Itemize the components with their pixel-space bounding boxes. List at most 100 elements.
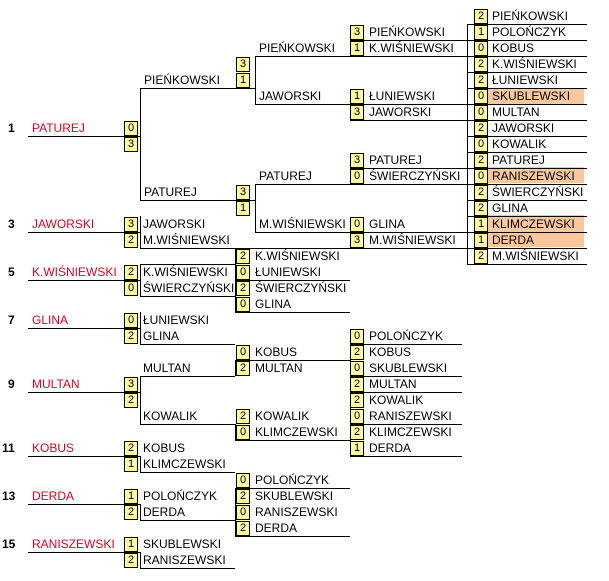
player-name: SKUBLEWSKI bbox=[492, 89, 571, 103]
score-box: 0 bbox=[474, 105, 488, 120]
score-box: 2 bbox=[236, 489, 250, 504]
line bbox=[140, 312, 141, 344]
score-box: 2 bbox=[124, 233, 138, 248]
line bbox=[467, 152, 587, 153]
line bbox=[140, 568, 235, 569]
player-name: PIEŃKOWSKI bbox=[369, 25, 446, 39]
player-name: KOBUS bbox=[492, 41, 535, 55]
player-name: KOWALIK bbox=[255, 409, 310, 423]
score-box: 0 bbox=[474, 169, 488, 184]
score-box: 2 bbox=[350, 425, 364, 440]
player-name: KOBUS bbox=[369, 345, 412, 359]
line bbox=[350, 248, 467, 249]
player-name: KLIMCZEWSKI bbox=[369, 425, 452, 439]
line bbox=[28, 136, 140, 137]
player-name: RANISZEWSKI bbox=[255, 505, 338, 519]
line bbox=[467, 216, 587, 217]
score-box: 3 bbox=[350, 153, 364, 168]
score-box: 2 bbox=[236, 361, 250, 376]
player-name: KOWALIK bbox=[143, 409, 198, 423]
seed-name: KOBUS bbox=[32, 441, 75, 455]
line bbox=[350, 376, 462, 377]
line bbox=[350, 184, 467, 185]
player-name: DERDA bbox=[143, 505, 186, 519]
line bbox=[140, 552, 141, 568]
line bbox=[467, 200, 587, 201]
player-name: PIEŃKOWSKI bbox=[144, 73, 221, 87]
player-name: SKUBLEWSKI bbox=[369, 361, 448, 375]
score-box: 0 bbox=[350, 169, 364, 184]
line bbox=[350, 232, 467, 233]
score-box: 1 bbox=[124, 537, 138, 552]
score-box: 0 bbox=[124, 121, 138, 136]
line bbox=[235, 536, 350, 537]
player-name: GLINA bbox=[369, 217, 406, 231]
score-box: 3 bbox=[350, 233, 364, 248]
score-box: 1 bbox=[124, 457, 138, 472]
player-name: ŚWIERCZYŃSKI bbox=[369, 169, 461, 183]
score-box: 0 bbox=[236, 345, 250, 360]
score-box: 1 bbox=[350, 41, 364, 56]
line bbox=[350, 392, 351, 424]
line bbox=[350, 456, 462, 457]
player-name: KOWALIK bbox=[369, 393, 424, 407]
player-name: M.WIŚNIEWSKI bbox=[143, 233, 230, 247]
line bbox=[140, 472, 235, 473]
line bbox=[467, 248, 468, 264]
player-name: MULTAN bbox=[492, 105, 540, 119]
score-box: 2 bbox=[124, 441, 138, 456]
player-name: ŁUNIEWSKI bbox=[143, 313, 210, 327]
player-name: GLINA bbox=[492, 201, 529, 215]
line bbox=[467, 184, 587, 185]
score-box: 2 bbox=[474, 201, 488, 216]
line bbox=[350, 168, 467, 169]
player-name: KOBUS bbox=[255, 345, 298, 359]
score-box: 2 bbox=[236, 281, 250, 296]
score-box: 2 bbox=[236, 521, 250, 536]
highlight-skublewski bbox=[488, 88, 584, 104]
line bbox=[28, 232, 140, 233]
player-name: PATUREJ bbox=[259, 169, 312, 183]
line bbox=[140, 520, 235, 521]
player-name: K.WIŚNIEWSKI bbox=[492, 57, 577, 71]
player-name: PATUREJ bbox=[492, 153, 545, 167]
line bbox=[140, 504, 141, 520]
seed-name: MULTAN bbox=[32, 377, 80, 391]
line bbox=[235, 440, 350, 441]
player-name: MULTAN bbox=[143, 361, 191, 375]
line bbox=[140, 376, 235, 377]
line bbox=[235, 360, 236, 376]
player-name: DERDA bbox=[255, 521, 298, 535]
line bbox=[255, 104, 350, 105]
place-number: 11 bbox=[2, 441, 15, 455]
score-box: 2 bbox=[124, 505, 138, 520]
line bbox=[140, 248, 235, 249]
player-name: ŚWIERCZYŃSKI bbox=[143, 281, 235, 295]
score-box: 1 bbox=[350, 441, 364, 456]
score-box: 2 bbox=[474, 9, 488, 24]
player-name: SKUBLEWSKI bbox=[143, 537, 222, 551]
line bbox=[467, 40, 587, 41]
line bbox=[255, 56, 256, 104]
score-box: 0 bbox=[236, 265, 250, 280]
line bbox=[140, 264, 235, 265]
score-box: 0 bbox=[350, 409, 364, 424]
player-name: DERDA bbox=[492, 233, 535, 247]
score-box: 3 bbox=[350, 105, 364, 120]
score-box: 1 bbox=[474, 233, 488, 248]
line bbox=[350, 424, 462, 425]
score-box: 0 bbox=[474, 89, 488, 104]
line bbox=[255, 184, 256, 232]
score-box: 2 bbox=[474, 249, 488, 264]
line bbox=[350, 392, 462, 393]
player-name: M.WIŚNIEWSKI bbox=[259, 217, 346, 231]
line bbox=[467, 24, 587, 25]
line bbox=[350, 56, 467, 57]
place-number: 7 bbox=[8, 313, 15, 327]
score-box: 0 bbox=[124, 281, 138, 296]
line bbox=[467, 72, 587, 73]
place-number: 5 bbox=[8, 265, 15, 279]
score-box: 0 bbox=[236, 297, 250, 312]
seed-name: PATUREJ bbox=[32, 121, 85, 135]
line bbox=[28, 392, 140, 393]
